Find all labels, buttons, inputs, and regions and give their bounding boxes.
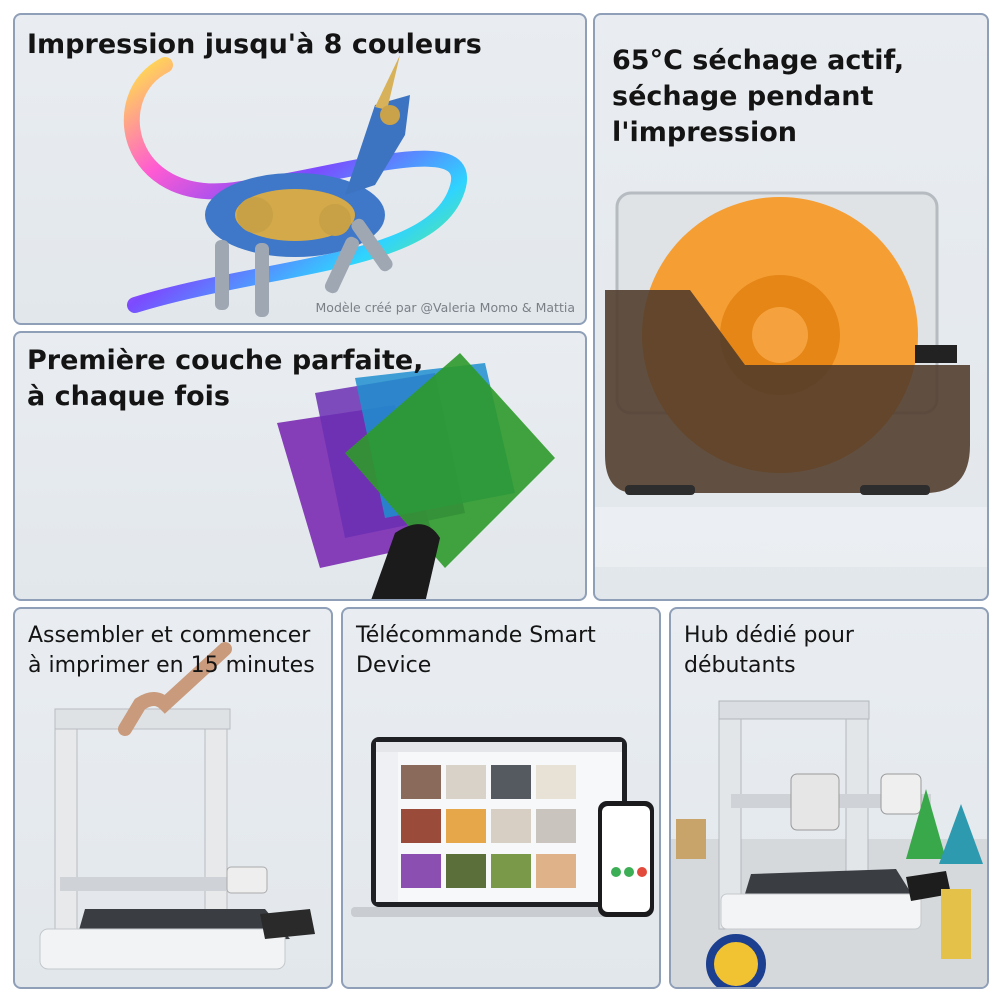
laptop-phone-illustration — [351, 737, 654, 917]
panel-title: Assembler et commencer à imprimer en 15 … — [28, 623, 315, 678]
unicorn-illustration — [123, 55, 468, 317]
panel-multicolor: Impression jusqu'à 8 couleurs Modèle cré… — [13, 13, 587, 325]
panel-first-layer: Première couche parfaite, à chaque fois — [13, 331, 587, 601]
panel-beginners: Hub dédié pour débutants — [669, 607, 989, 989]
panel-title: Télécommande Smart Device — [356, 623, 596, 678]
panel-title: Première couche parfaite, à chaque fois — [27, 345, 424, 412]
panel-title: 65°C séchage actif, séchage pendant l'im… — [612, 45, 905, 148]
layer-sheets-illustration — [277, 353, 555, 599]
panel-assembly: Assembler et commencer à imprimer en 15 … — [13, 607, 333, 989]
unicorn-model — [205, 55, 410, 317]
printer-assembly-illustration — [39, 642, 315, 970]
panel-drying: 65°C séchage actif, séchage pendant l'im… — [593, 13, 989, 601]
panel-remote: Télécommande Smart Device — [341, 607, 661, 989]
panel-title: Hub dédié pour débutants — [684, 623, 854, 678]
model-credit: Modèle créé par @Valeria Momo & Mattia — [315, 300, 575, 315]
printer-scene-illustration — [671, 700, 987, 987]
panel-title: Impression jusqu'à 8 couleurs — [27, 29, 482, 60]
dryer-illustration — [595, 191, 987, 567]
